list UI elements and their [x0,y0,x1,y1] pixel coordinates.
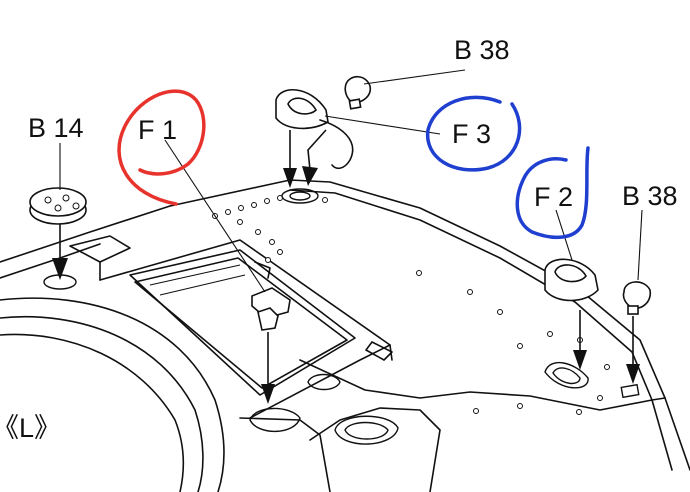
part-f3 [275,88,354,170]
part-f1 [251,287,291,331]
assembly-arrows [52,129,640,404]
rivets [212,195,610,415]
part-b14 [29,187,87,225]
label-f2: F 2 [534,182,573,212]
part-b38-right [622,281,652,315]
mount-holes [43,188,640,445]
part-f2 [544,258,599,302]
leader-lines [59,69,643,293]
hull-outline [0,179,690,492]
part-b38-top [344,75,372,110]
label-f3: F 3 [452,119,491,149]
blue-circle-mark-f3 [426,95,522,172]
label-b38-top: B 38 [454,35,510,65]
blue-circle-mark-f2 [515,146,590,240]
turret-ring [0,297,225,492]
engine-deck [69,235,393,419]
label-b14: B 14 [28,113,84,143]
label-view-left: 《L》 [0,413,61,443]
label-f1: F 1 [138,115,177,145]
label-b38-right: B 38 [622,181,678,211]
red-circle-mark [117,89,206,206]
